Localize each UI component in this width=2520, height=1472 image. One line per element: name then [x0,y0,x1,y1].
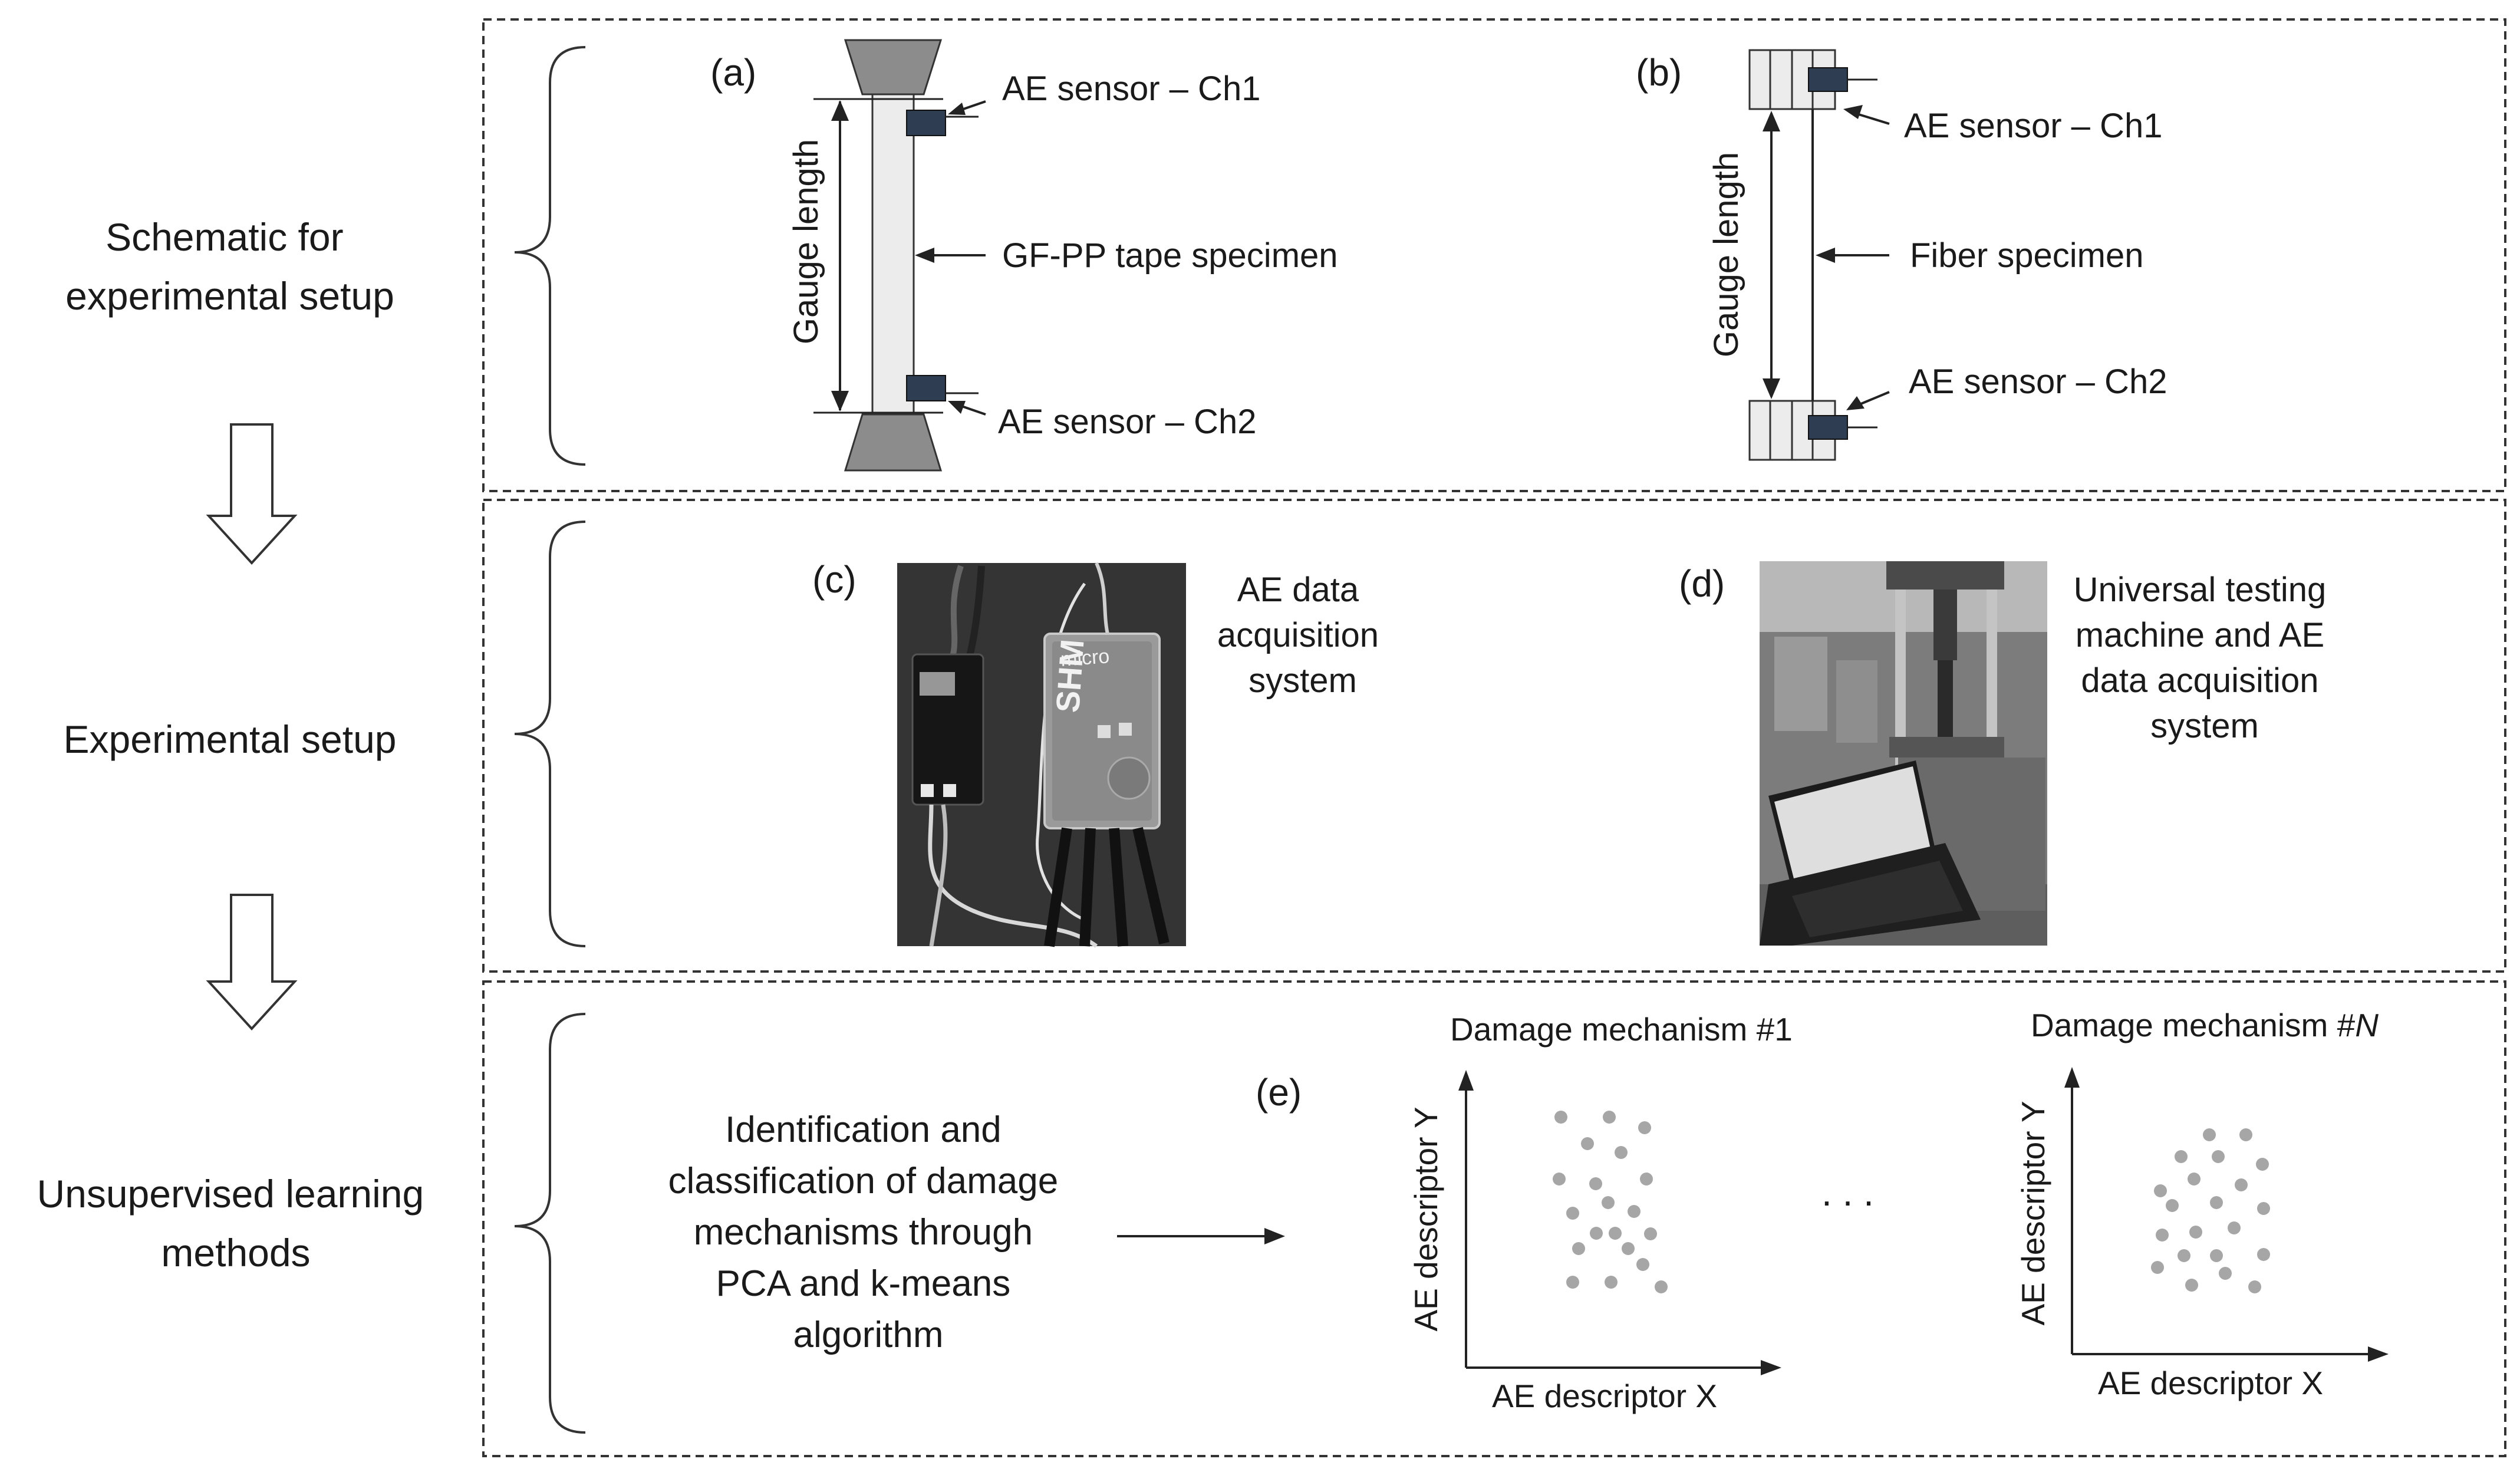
daq-device-text-shm: SHM [1049,638,1091,714]
arrowhead-specimen-a [915,248,934,263]
plot-1-dots [1553,1111,1668,1293]
frame-unsupervised [482,980,2506,1457]
plot-1-xlabel: AE descriptor X [1492,1378,1717,1414]
frame-schematic [482,18,2506,492]
plot-n-ylabel: AE descriptor Y [2015,1101,2051,1325]
testing-machine-photo [1760,561,2047,946]
plot-1-y-arrowhead [1458,1070,1474,1091]
sensor-ch2-b [1808,415,1848,440]
testing-machine-caption: Universal testing machine and AE data ac… [2074,571,2336,745]
daq-photo: micro SHM [897,562,1186,948]
brace-experimental [514,521,586,947]
daq-caption: AE data acquisition system [1217,571,1388,700]
plot-n-title: Damage mechanism #N [2031,1007,2379,1043]
scatter-plot-1: Damage mechanism #1 AE descriptor Y AE d… [1408,1011,1793,1414]
sensor-ch2-label-b: AE sensor – Ch2 [1909,363,2167,401]
down-arrow-2 [206,894,298,1030]
plots-ellipsis: . . . [1821,1171,1874,1214]
gauge-length-label-a: Gauge length [787,139,825,344]
frame-experimental [482,499,2506,973]
step-label-unsupervised: Unsupervised learning methods [37,1172,434,1275]
scatter-plot-n: Damage mechanism #N AE descriptor Y AE d… [2015,1007,2389,1401]
arrowhead-ch1-a [948,103,966,115]
panel-c-tag: (c) [812,558,857,601]
daq-device-text-micro: micro [1060,645,1111,671]
unsupervised-description: Identification and classification of dam… [668,1109,1069,1355]
panel-d-tag: (d) [1679,562,1725,605]
plot-n-x-arrowhead [2368,1346,2389,1362]
plot-n-xlabel: AE descriptor X [2098,1365,2323,1401]
step-label-experimental: Experimental setup [64,717,397,761]
down-arrow-1 [206,423,298,565]
gauge-arrowhead-top-b [1763,111,1780,131]
sensor-ch1-label-a: AE sensor – Ch1 [1002,70,1260,108]
tape-specimen [871,93,915,416]
arrowhead-ch1-b [1843,105,1863,119]
panel-a-tag: (a) [710,51,756,94]
bottom-grip-a [844,413,943,472]
sensor-ch1-a [906,110,946,136]
gauge-arrowhead-bottom-b [1763,378,1780,399]
panel-b-tag: (b) [1636,51,1682,94]
specimen-label-b: Fiber specimen [1910,236,2143,275]
arrowhead-specimen-b [1816,248,1835,263]
flow-arrowhead-to-plots [1264,1228,1285,1244]
step-label-schematic: Schematic for experimental setup [65,215,394,318]
top-grip-a [844,39,943,96]
sensor-ch1-b [1808,67,1848,92]
plot-1-x-arrowhead [1761,1360,1781,1375]
plot-1-title: Damage mechanism #1 [1450,1011,1793,1048]
sensor-ch1-label-b: AE sensor – Ch1 [1904,107,2162,145]
arrowhead-ch2-b [1846,396,1865,410]
arrowhead-ch2-a [948,401,966,414]
plot-n-y-arrowhead [2064,1067,2080,1088]
specimen-label-a: GF-PP tape specimen [1002,236,1338,275]
gauge-arrowhead-top-a [831,100,849,121]
sensor-ch2-label-a: AE sensor – Ch2 [998,403,1256,441]
gauge-length-label-b: Gauge length [1707,152,1745,357]
panel-e-tag: (e) [1256,1071,1302,1114]
plot-n-dots [2151,1128,2270,1293]
plot-1-ylabel: AE descriptor Y [1408,1107,1444,1331]
gauge-arrowhead-bottom-a [831,391,849,411]
brace-unsupervised [514,1013,586,1434]
brace-schematic [514,46,586,466]
sensor-ch2-a [906,375,946,401]
